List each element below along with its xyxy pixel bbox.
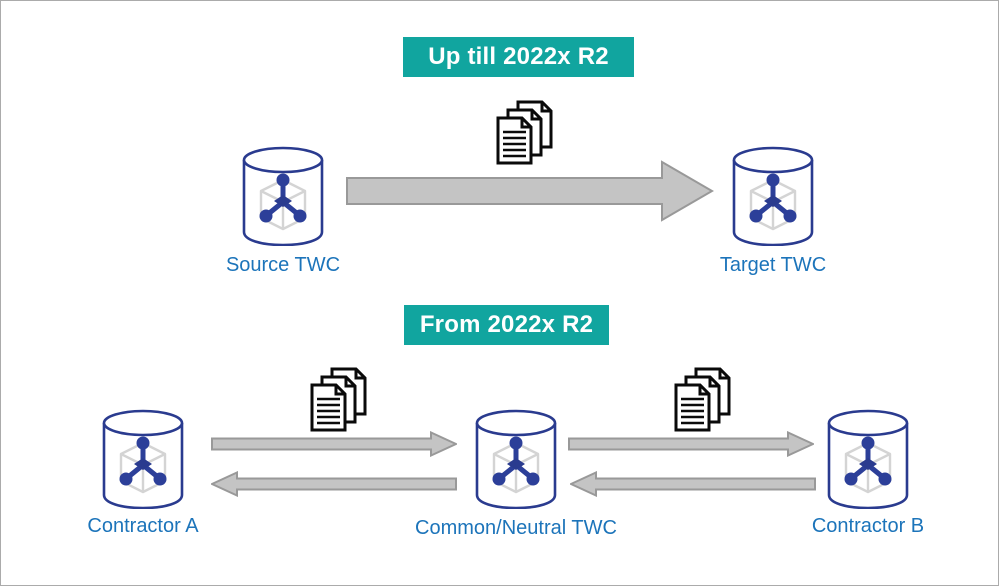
node-label-common-neutral-twc: Common/Neutral TWC [415,517,617,539]
banner-from-2022x-r2: From 2022x R2 [404,305,609,345]
node-label-source-twc: Source TWC [225,254,341,276]
banner-up-till-2022x-r2: Up till 2022x R2 [403,37,634,77]
arrow-left-icon [211,471,457,497]
twc-database-icon [731,146,815,246]
twc-database-icon [101,409,185,509]
arrow-right-icon [346,160,714,222]
node-label-target-twc: Target TWC [719,254,827,276]
arrow-right-icon [568,431,814,457]
twc-database-icon [241,146,325,246]
arrow-left-icon [570,471,816,497]
documents-stack-icon [309,367,367,433]
twc-database-icon [474,409,558,509]
node-label-contractor-a: Contractor A [87,515,199,537]
arrow-right-icon [211,431,457,457]
twc-database-icon [826,409,910,509]
documents-stack-icon [673,367,731,433]
documents-stack-icon [495,100,553,166]
node-label-contractor-b: Contractor B [811,515,925,537]
